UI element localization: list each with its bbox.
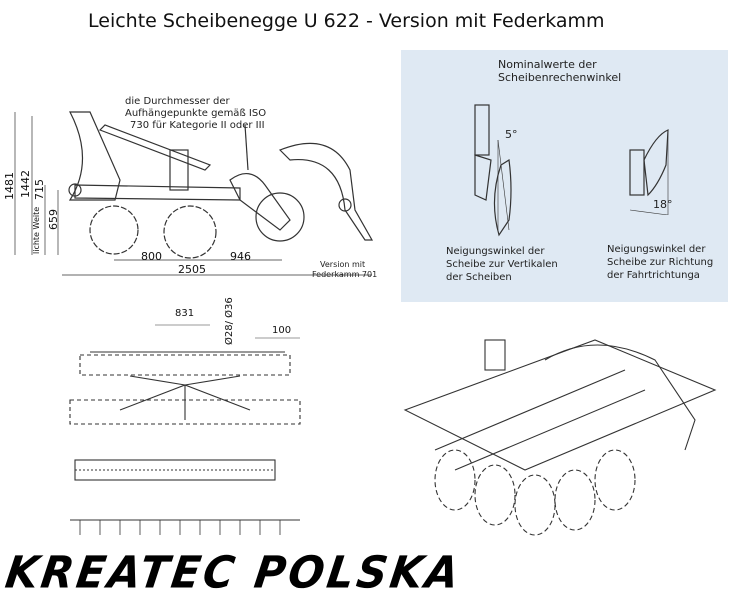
dim-800: 800 xyxy=(141,250,162,263)
panel-heading-1: Nominalwerte der xyxy=(498,58,597,71)
caption-2-line-3: der Fahrtrichtunga xyxy=(607,270,700,281)
dim-831: 831 xyxy=(175,308,195,319)
version-label-2: Federkamm 701 xyxy=(312,270,378,279)
caption-2-line-1: Neigungswinkel der xyxy=(607,244,706,255)
iso-note-line-2: Aufhängepunkte gemäß ISO xyxy=(125,108,267,119)
caption-1-line-1: Neigungswinkel der xyxy=(446,246,545,257)
iso-note-line-3: 730 für Kategorie II oder III xyxy=(130,120,265,131)
page-title: Leichte Scheibenegge U 622 - Version mit… xyxy=(88,10,605,32)
disc-angle-panel: Nominalwerte der Scheibenrechenwinkel 5°… xyxy=(401,50,728,302)
dim-1442: 1442 xyxy=(19,170,32,198)
dim-lichte-weite: lichte Weite xyxy=(32,206,41,254)
version-label-1: Version mit xyxy=(320,260,366,269)
dim-946: 946 xyxy=(230,250,251,263)
disc-vertical-angle-sketch xyxy=(474,104,512,237)
dim-1481: 1481 xyxy=(3,172,16,200)
caption-1-line-2: Scheibe zur Vertikalen xyxy=(446,259,558,270)
dim-659: 659 xyxy=(47,209,60,230)
panel-heading-2: Scheibenrechenwinkel xyxy=(498,71,622,84)
dim-pin-diameter: Ø28/ Ø36 xyxy=(224,297,235,345)
top-view-sketch xyxy=(69,324,301,535)
angle-5-label: 5° xyxy=(505,128,518,141)
caption-2-line-2: Scheibe zur Richtung xyxy=(607,257,714,268)
iso-note-line-1: die Durchmesser der xyxy=(125,96,230,107)
angle-18-label: 18° xyxy=(653,198,673,211)
kreatec-polska-logo: KREATEC POLSKA xyxy=(2,546,466,599)
dim-715: 715 xyxy=(33,179,46,200)
dim-2505: 2505 xyxy=(178,263,206,276)
dim-100: 100 xyxy=(272,325,292,336)
caption-1-line-3: der Scheiben xyxy=(446,272,512,283)
disc-direction-angle-sketch xyxy=(629,129,669,215)
isometric-view-sketch xyxy=(403,339,717,536)
side-view-sketch xyxy=(14,111,374,276)
